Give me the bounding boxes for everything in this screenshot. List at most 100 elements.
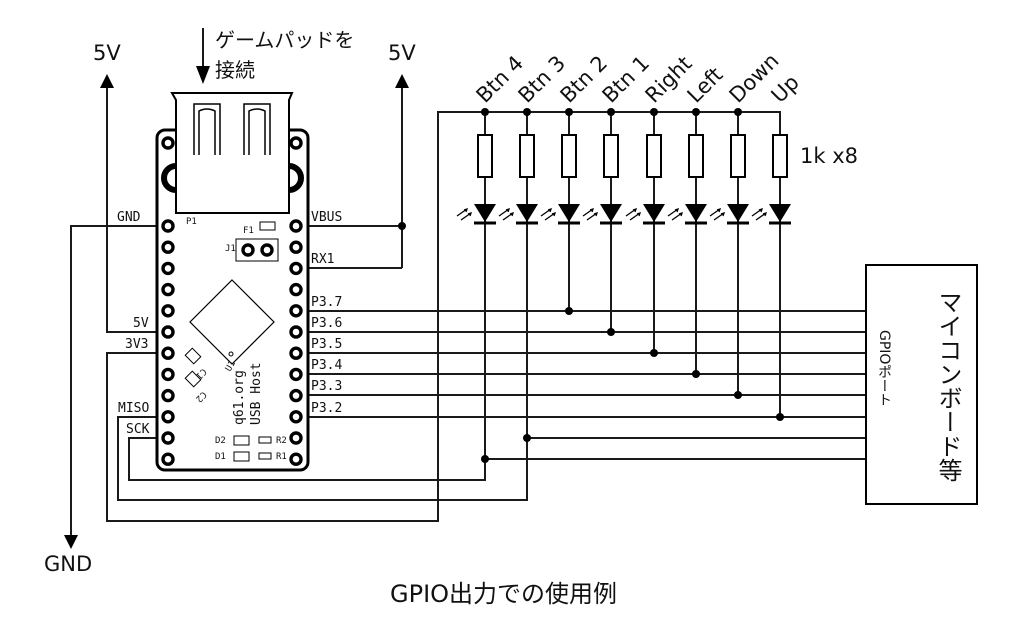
pin-hole	[161, 240, 175, 254]
led-channel-5	[667, 112, 707, 374]
wire-sck	[128, 437, 486, 481]
pin-label-p32: P3.2	[311, 401, 342, 416]
junction-dot	[481, 455, 489, 463]
junction-dot	[523, 434, 531, 442]
junction-dot	[607, 328, 615, 336]
usb-a-connector-icon	[170, 92, 294, 214]
pin-hole	[289, 325, 303, 339]
led-icon	[474, 204, 496, 222]
pin-hole	[289, 388, 303, 403]
part-d2: D2	[215, 436, 226, 446]
wire-5v-left	[106, 86, 160, 333]
led-icon	[685, 204, 707, 222]
part-d1: D1	[215, 452, 226, 462]
pin-hole	[289, 367, 303, 382]
wire-gnd	[70, 225, 160, 538]
led-channel-0	[456, 112, 496, 459]
led-array	[456, 112, 791, 459]
junction-dot	[565, 108, 573, 116]
pin-label-p36: P3.6	[311, 316, 342, 331]
junction-dot	[565, 307, 573, 315]
label-5v-left: 5V	[93, 41, 121, 65]
light-emission-icon	[582, 207, 599, 221]
light-emission-icon	[709, 207, 726, 221]
pin-hole	[289, 410, 303, 424]
led-channel-4	[625, 112, 665, 353]
junction-dot	[523, 108, 531, 116]
led-label-btn3: Btn 3	[514, 51, 571, 108]
junction-dot	[398, 222, 406, 230]
resistor-icon	[519, 134, 535, 178]
pin-hole	[161, 367, 175, 382]
mcu-name: マイコンボード等	[934, 290, 962, 482]
pin-label-3v3: 3V3	[125, 337, 148, 352]
pin-label-vbus: VBUS	[311, 210, 342, 225]
part-u1: U1	[224, 359, 238, 373]
pin-label-p37: P3.7	[311, 295, 342, 310]
pin-label-rx1: RX1	[311, 252, 334, 267]
pin-label-5v: 5V	[133, 316, 149, 331]
arrow-5v-right-icon	[395, 74, 409, 88]
pin-label-gnd: GND	[117, 210, 141, 225]
junction-dot	[692, 108, 700, 116]
light-emission-icon	[625, 207, 642, 221]
junction-dot	[650, 349, 658, 357]
part-p1: P1	[186, 217, 197, 227]
led-label-btn4: Btn 4	[472, 51, 529, 108]
junction-dot	[692, 370, 700, 378]
gamepad-note-line1: ゲームパッドを	[215, 28, 354, 52]
led-icon	[769, 204, 791, 222]
led-label-right: Right	[641, 51, 697, 107]
pin-hole	[289, 304, 303, 318]
led-icon	[600, 204, 622, 222]
resistor-icon	[646, 134, 662, 178]
pin-hole	[289, 346, 303, 360]
light-emission-icon	[751, 207, 768, 221]
pins-left	[161, 219, 175, 466]
pin-hole	[289, 282, 303, 297]
label-gnd: GND	[44, 552, 92, 576]
led-channel-1	[498, 112, 538, 438]
resistor-icon	[561, 134, 577, 178]
pin-hole	[161, 282, 175, 297]
pin-label-p35: P3.5	[311, 337, 342, 352]
gamepad-arrow-icon	[196, 66, 210, 84]
led-channel-6	[709, 112, 749, 395]
resistor-note: 1k x8	[800, 144, 858, 168]
wires	[70, 86, 866, 538]
label-5v-right: 5V	[388, 41, 416, 65]
led-channel-3	[582, 112, 622, 332]
pin-hole	[161, 388, 175, 403]
pin-hole	[289, 219, 303, 233]
junction-dot	[776, 413, 784, 421]
resistor-icon	[603, 134, 619, 178]
part-j1: J1	[225, 244, 236, 254]
figure-caption: GPIO出力での使用例	[390, 580, 617, 608]
resistor-icon	[772, 134, 788, 178]
light-emission-icon	[456, 207, 473, 221]
mcu-box	[865, 264, 978, 505]
pin-hole	[289, 261, 303, 276]
led-label-btn1: Btn 1	[598, 51, 655, 108]
arrow-gnd-icon	[64, 535, 78, 549]
led-channel-7	[751, 112, 791, 417]
pin-hole	[161, 219, 175, 233]
board-subtitle: USB Host	[249, 362, 264, 425]
chip-u1	[189, 279, 275, 365]
led-icon	[643, 204, 665, 222]
pin-hole	[161, 261, 175, 276]
pin-hole	[289, 452, 303, 466]
part-r1: R1	[276, 452, 287, 462]
led-channel-2	[540, 112, 580, 311]
light-emission-icon	[498, 207, 515, 221]
part-r2: R2	[276, 436, 287, 446]
led-icon	[727, 204, 749, 222]
pin-hole	[289, 240, 303, 254]
usb-host-board: P1 F1 J1 U1 C1 C2 q61.org USB Host D2 R2…	[155, 92, 310, 472]
pin-label-sck: SCK	[126, 422, 150, 437]
board-name: q61.org	[232, 370, 247, 425]
pin-hole	[161, 452, 175, 466]
pin-hole	[161, 325, 175, 339]
light-emission-icon	[667, 207, 684, 221]
